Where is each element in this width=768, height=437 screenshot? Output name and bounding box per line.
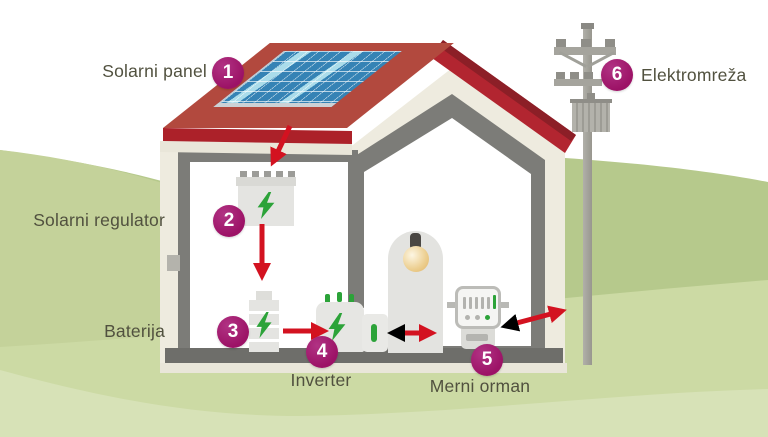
meter-bar bbox=[463, 297, 466, 309]
step-number: 4 bbox=[316, 341, 328, 362]
pole-cap bbox=[581, 23, 594, 29]
roof-right-slope bbox=[432, 40, 576, 153]
roof-fascia bbox=[163, 128, 352, 144]
transformer-lip bbox=[570, 99, 612, 103]
arrow-panel-to-regulator bbox=[270, 124, 293, 167]
step-badge-5: 5 bbox=[471, 344, 503, 376]
roof-soffit bbox=[160, 141, 352, 155]
transformer-cap bbox=[587, 93, 595, 99]
meter-bar bbox=[475, 297, 478, 309]
wall-anchor bbox=[167, 255, 180, 271]
regulator-rail bbox=[236, 177, 296, 186]
bulb-socket bbox=[410, 233, 421, 250]
meter-slot bbox=[466, 334, 488, 341]
inverter-prong bbox=[349, 294, 354, 304]
step-badge-6: 6 bbox=[601, 59, 633, 91]
meter-dot-active bbox=[485, 315, 490, 320]
step-badge-4: 4 bbox=[306, 336, 338, 368]
step-number: 1 bbox=[222, 62, 234, 83]
step-number: 3 bbox=[227, 321, 239, 342]
label-elektromreza: Elektromreža bbox=[641, 65, 747, 85]
meter-display bbox=[463, 295, 496, 309]
pole-insulator bbox=[556, 72, 565, 79]
pole-insulator bbox=[556, 39, 566, 47]
meter-tab bbox=[447, 302, 457, 308]
meter-tab bbox=[499, 302, 509, 308]
label-inverter: Inverter bbox=[290, 370, 352, 390]
step-badge-3: 3 bbox=[217, 316, 249, 348]
regulator-terminal bbox=[252, 171, 259, 178]
roof-right-edge bbox=[438, 40, 576, 141]
label-solarni-panel: Solarni panel bbox=[102, 61, 207, 81]
roof-top-surface bbox=[163, 43, 454, 128]
meter-dot bbox=[465, 315, 470, 320]
pole-insulator bbox=[570, 72, 579, 79]
transformer bbox=[572, 103, 610, 132]
meter-bar bbox=[487, 297, 490, 309]
pole-crossarm-lower bbox=[554, 79, 602, 86]
light-bulb-icon bbox=[403, 246, 429, 272]
meter-box bbox=[455, 286, 501, 329]
pole-insulator bbox=[581, 39, 591, 47]
step-badge-2: 2 bbox=[213, 205, 245, 237]
meter-bar bbox=[469, 297, 472, 309]
step-number: 5 bbox=[481, 349, 493, 370]
label-solarni-regulator: Solarni regulator bbox=[33, 210, 165, 230]
label-baterija: Baterija bbox=[104, 321, 165, 341]
pole-crossarm-upper bbox=[554, 47, 616, 55]
arrow-meter-grid bbox=[500, 305, 567, 332]
regulator-terminal bbox=[288, 171, 295, 178]
step-badge-1: 1 bbox=[212, 57, 244, 89]
regulator-terminal bbox=[264, 171, 271, 178]
pole-insulator bbox=[605, 39, 615, 47]
step-number: 6 bbox=[611, 64, 623, 85]
inverter-prong bbox=[325, 294, 330, 304]
battery-cap bbox=[256, 291, 272, 300]
inverter-indicator bbox=[371, 324, 377, 342]
meter-bar-active bbox=[493, 295, 496, 309]
label-merni-orman: Merni orman bbox=[429, 376, 531, 396]
meter-dot bbox=[475, 315, 480, 320]
pole-mast bbox=[583, 28, 592, 365]
pole-insulator bbox=[584, 72, 593, 79]
meter-bar bbox=[481, 297, 484, 309]
inverter-prong bbox=[337, 292, 342, 302]
step-number: 2 bbox=[223, 210, 235, 231]
regulator-terminal bbox=[276, 171, 283, 178]
regulator-terminal bbox=[240, 171, 247, 178]
